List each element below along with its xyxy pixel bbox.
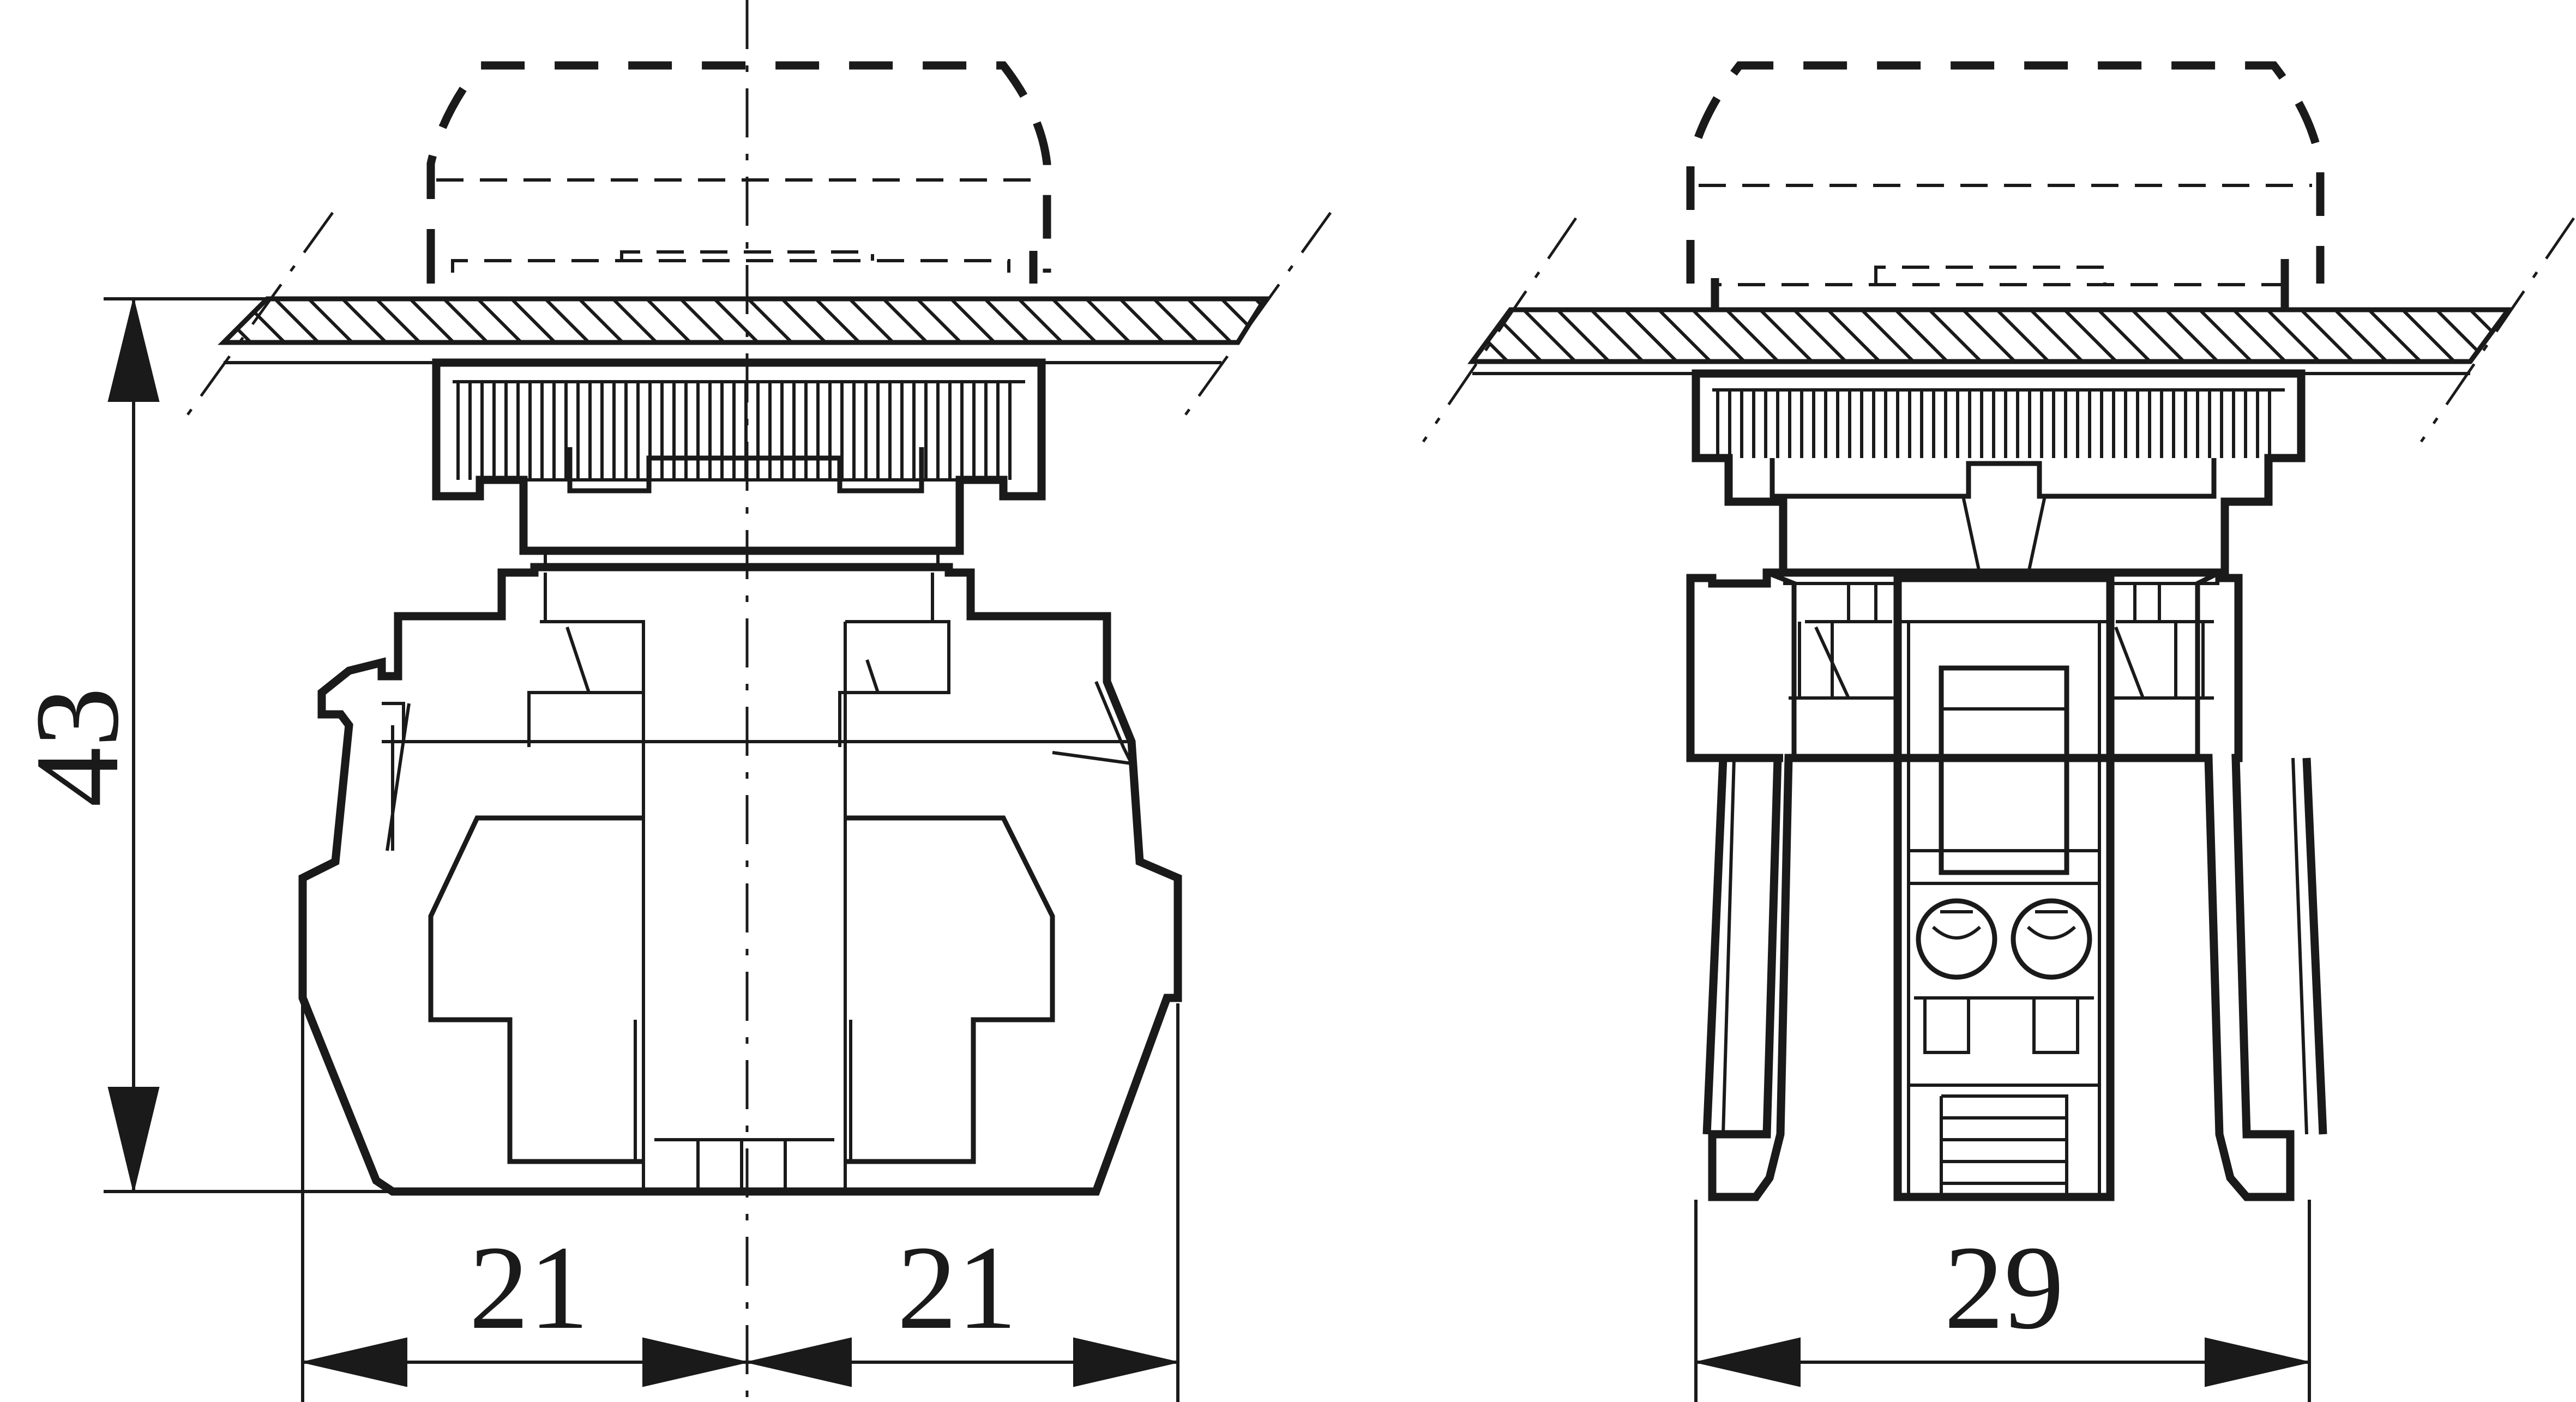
plate-hatch-line [983,299,1030,342]
plate-hatch-line [273,299,320,342]
side-width-label: 29 [1944,1221,2064,1354]
plate-hatch-line [2232,310,2287,362]
plate-hatch-line [577,299,624,342]
plate-hatch-line [949,299,996,342]
plate-hatch-line [916,299,962,342]
width-right-label: 21 [897,1221,1017,1354]
plate-hatch-line [1017,299,1064,342]
front-mounting-plate [178,212,1332,426]
plate-hatch-line [1961,310,2017,362]
plate-hatch-line [2435,310,2490,362]
plate-hatch-line [2333,310,2388,362]
plate-hatch-line [1488,310,1543,362]
plate-hatch-line [476,299,523,342]
plate-hatch-line [2063,310,2118,362]
plate-hatch-line [679,299,726,342]
plate-hatch-line [1186,299,1233,342]
plate-hatch-line [1995,310,2050,362]
side-contact-block [1686,568,2327,1201]
plate-hatch-line [1725,310,1780,362]
plate-hatch-line [408,299,455,342]
front-button-cap-outline [426,61,1051,284]
plate-hatch-line [2164,310,2219,362]
plate-hatch-line [2130,310,2186,362]
plate-hatch-line [1623,310,1678,362]
plate-hatch-line [1152,299,1199,342]
side-adaptor-ring [1692,369,2306,577]
plate-hatch-line [375,299,422,342]
front-view: 43 21 21 [10,0,1332,1402]
plate-hatch-line [1522,310,1577,362]
side-width-dimension: 29 [1694,1200,2311,1402]
plate-hatch-line [780,299,827,342]
plate-hatch-line [2029,310,2084,362]
plate-hatch-line [611,299,658,342]
plate-hatch-line [645,299,692,342]
height-dimension: 43 [10,297,393,1193]
front-width-dimensions: 21 21 [301,1003,1179,1402]
plate-hatch-line [882,299,929,342]
plate-hatch-line [510,299,557,342]
plate-hatch-line [2300,310,2355,362]
height-dimension-label: 43 [10,687,143,807]
front-contact-block [298,563,1182,1196]
plate-hatch-line [2097,310,2152,362]
plate-hatch-line [1657,310,1712,362]
plate-hatch-line [1860,310,1915,362]
plate-hatch-line [713,299,760,342]
plate-hatch-line [1691,310,1746,362]
plate-hatch-line [1928,310,1983,362]
plate-hatch-line [1894,310,1949,362]
plate-hatch-line [2198,310,2253,362]
side-button-cap-outline [1686,61,2325,308]
side-mounting-plate [1422,217,2575,443]
plate-hatch-line [1556,310,1611,362]
plate-hatch-line [341,299,388,342]
plate-hatch-line [442,299,489,342]
width-left-label: 21 [469,1221,589,1354]
plate-hatch-line [1051,299,1098,342]
plate-hatch-line [814,299,861,342]
plate-hatch-line [1085,299,1131,342]
plate-hatch-line [1472,310,1509,362]
plate-hatch-line [848,299,895,342]
plate-hatch-line [1826,310,1881,362]
plate-hatch-line [747,299,793,342]
plate-hatch-line [544,299,591,342]
plate-hatch-line [1759,310,1814,362]
plate-hatch-line [1792,310,1847,362]
plate-hatch-line [1118,299,1165,342]
plate-hatch-line [2266,310,2321,362]
plate-hatch-line [2502,310,2508,362]
plate-hatch-line [307,299,354,342]
front-adaptor-ring [432,358,1046,569]
side-view: 29 [1422,61,2575,1402]
plate-hatch-line [1590,310,1645,362]
plate-hatch-line [2401,310,2456,362]
plate-hatch-line [2367,310,2422,362]
